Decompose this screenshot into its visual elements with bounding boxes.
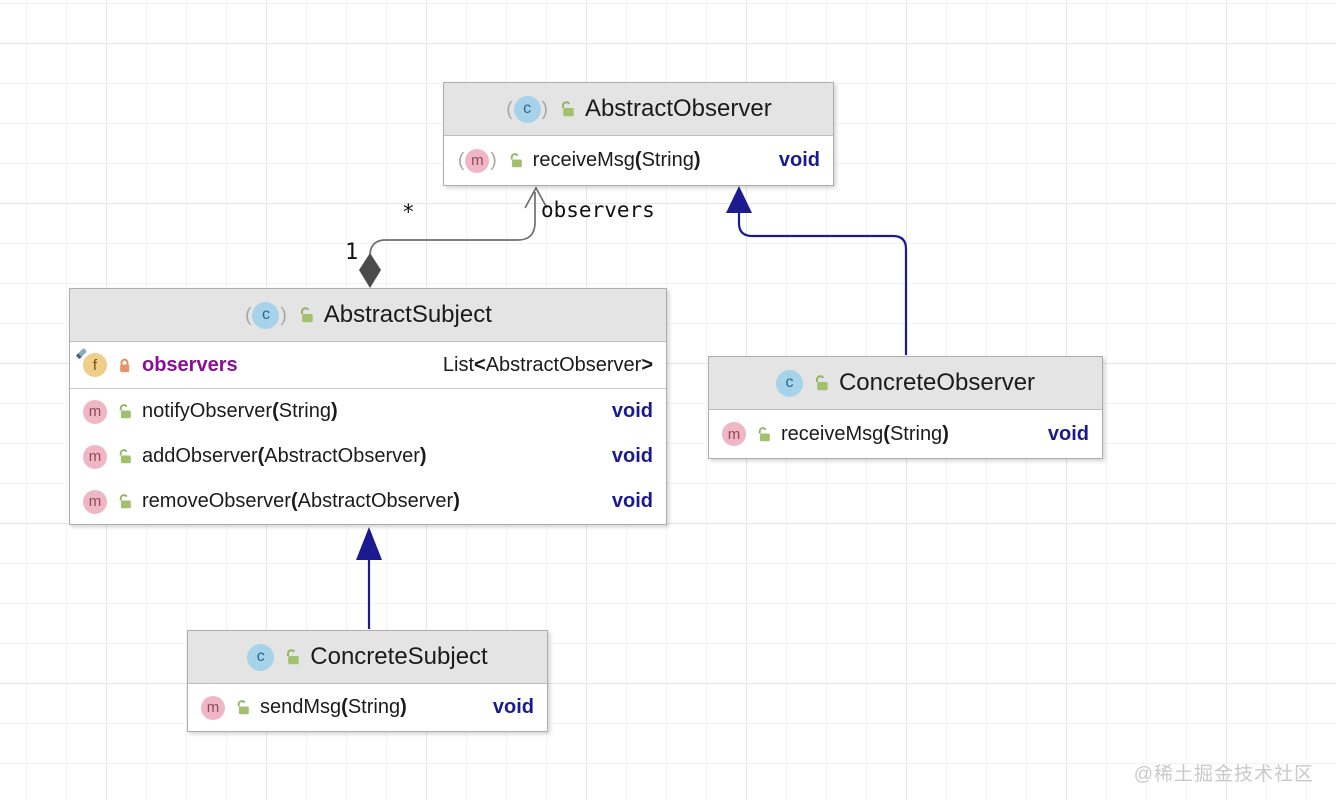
method-row[interactable]: ( m ) receiveMsg(String) void (444, 136, 833, 185)
field-name: observers (142, 353, 238, 376)
class-node-concrete-observer[interactable]: c ConcreteObserver m receiveMsg(String) … (708, 356, 1103, 459)
public-lock-icon (116, 448, 133, 465)
class-header[interactable]: ( c ) AbstractSubject (70, 289, 666, 342)
method-row[interactable]: m sendMsg(String) void (188, 684, 547, 731)
abstract-class-icon: ( c ) (244, 301, 288, 329)
method-row[interactable]: m removeObserver(AbstractObserver) void (70, 479, 666, 524)
class-node-abstract-observer[interactable]: ( c ) AbstractObserver ( m ) receiveMsg(… (443, 82, 834, 186)
aggregation-role-label[interactable]: observers (541, 198, 655, 222)
field-type: List<AbstractObserver> (442, 353, 653, 376)
method-icon: m (83, 489, 107, 514)
public-lock-icon (297, 306, 315, 324)
class-header[interactable]: ( c ) AbstractObserver (444, 83, 833, 136)
inheritance-arrowhead-icon (726, 186, 752, 213)
return-type: void (611, 400, 653, 422)
public-lock-icon (116, 403, 133, 420)
abstract-marker: ) (280, 304, 287, 326)
class-header[interactable]: c ConcreteSubject (188, 631, 547, 684)
field-row[interactable]: f observers List<AbstractObserver> (70, 342, 666, 389)
aggregation-diamond-icon (359, 253, 381, 288)
pencil-icon (75, 347, 88, 360)
abstract-class-icon: ( c ) (505, 95, 549, 123)
method-row[interactable]: m receiveMsg(String) void (709, 410, 1102, 458)
return-type: void (1047, 422, 1089, 445)
method-signature: receiveMsg(String) (781, 422, 949, 445)
abstract-marker: ( (245, 304, 252, 326)
source-multiplicity-label[interactable]: 1 (345, 240, 359, 265)
inheritance-edge-observer[interactable] (726, 186, 908, 355)
abstract-marker: ) (541, 98, 548, 120)
inheritance-arrowhead-icon (356, 527, 382, 560)
aggregation-edge[interactable] (359, 186, 548, 288)
public-lock-icon (558, 100, 576, 118)
method-row[interactable]: m notifyObserver(String) void (70, 389, 666, 434)
method-icon: m (201, 695, 225, 720)
method-signature: notifyObserver(String) (142, 400, 338, 422)
method-signature: sendMsg(String) (260, 696, 407, 718)
method-icon: m (83, 399, 107, 424)
class-header[interactable]: c ConcreteObserver (709, 357, 1102, 410)
class-icon: c (775, 369, 803, 397)
return-type: void (492, 696, 534, 718)
public-lock-icon (283, 648, 301, 666)
class-name: ConcreteSubject (310, 643, 488, 670)
method-signature: removeObserver(AbstractObserver) (142, 490, 460, 512)
public-lock-icon (755, 426, 772, 443)
method-icon: m (83, 444, 107, 469)
abstract-marker: ( (458, 150, 465, 171)
method-row[interactable]: m addObserver(AbstractObserver) void (70, 434, 666, 479)
class-icon: c (247, 643, 275, 671)
public-lock-icon (116, 493, 133, 510)
return-type: void (611, 445, 653, 467)
return-type: void (611, 490, 653, 512)
public-lock-icon (812, 374, 830, 392)
method-signature: addObserver(AbstractObserver) (142, 445, 427, 467)
class-name: AbstractObserver (584, 95, 772, 122)
field-icon: f (75, 347, 107, 377)
method-signature: receiveMsg(String) (532, 149, 701, 171)
return-type: void (778, 149, 820, 171)
public-lock-icon (234, 699, 251, 716)
class-node-abstract-subject[interactable]: ( c ) AbstractSubject f observers List<A… (69, 288, 667, 525)
class-name: ConcreteObserver (838, 369, 1036, 396)
abstract-marker: ( (506, 98, 513, 120)
target-multiplicity-label[interactable]: * (402, 200, 415, 224)
public-lock-icon (507, 152, 524, 169)
private-lock-icon (116, 357, 133, 374)
class-node-concrete-subject[interactable]: c ConcreteSubject m sendMsg(String) void (187, 630, 548, 732)
abstract-marker: ) (490, 150, 497, 171)
open-arrowhead-icon (524, 186, 548, 209)
watermark: @稀土掘金技术社区 (1133, 764, 1314, 785)
abstract-method-icon: ( m ) (458, 148, 497, 173)
inheritance-edge-subject[interactable] (356, 527, 382, 629)
method-icon: m (722, 422, 746, 446)
class-name: AbstractSubject (323, 301, 492, 328)
